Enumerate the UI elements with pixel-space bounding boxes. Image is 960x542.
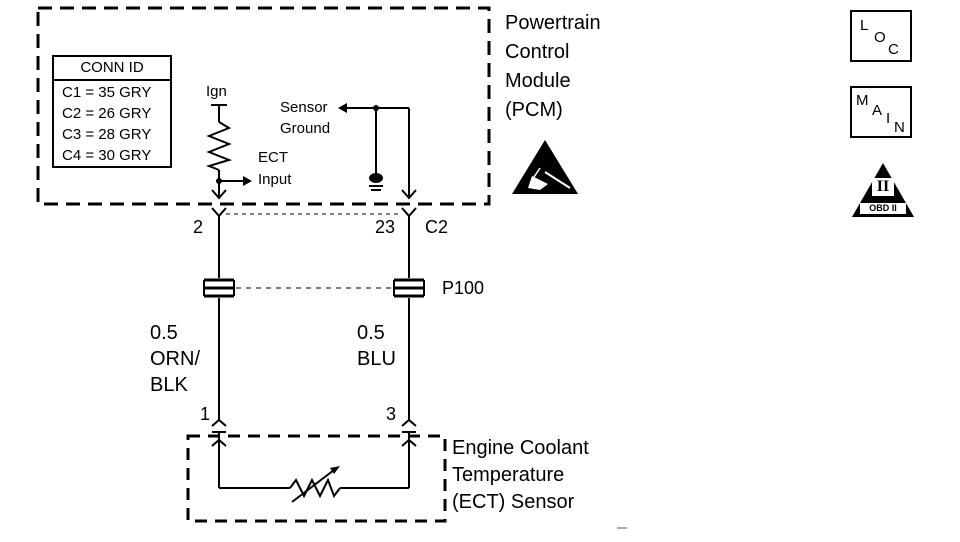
wire-right-color: BLU: [357, 348, 396, 370]
connector-c2-pin-23: [401, 189, 417, 200]
wire-left-label: 0.5 ORN/ BLK: [150, 320, 200, 398]
main-icon-m: M: [856, 92, 869, 109]
main-icon[interactable]: M A I N: [850, 86, 912, 138]
obd-ii-icon: [852, 163, 914, 217]
pullup-resistor: [205, 121, 233, 171]
pcm-title-line: Control: [505, 41, 570, 63]
loc-icon-c: C: [888, 41, 899, 58]
pcm-title-line: (PCM): [505, 99, 563, 121]
conn-id-table: CONN ID C1 = 35 GRY C2 = 26 GRY C3 = 28 …: [52, 55, 172, 168]
loc-icon[interactable]: L O C: [850, 10, 912, 62]
pcm-title-line: Powertrain: [505, 12, 601, 34]
splice-p100-label: P100: [442, 278, 485, 298]
loc-icon-o: O: [874, 29, 886, 46]
sensor-ground-label-1: Sensor: [280, 99, 328, 116]
ect-input-label-1: ECT: [258, 149, 288, 166]
wire-left-color-1: ORN/: [150, 348, 200, 370]
main-icon-i: I: [886, 110, 891, 127]
ign-label: Ign: [206, 83, 227, 100]
ect-title-line: Temperature: [452, 464, 565, 486]
conn-id-header: CONN ID: [54, 57, 170, 81]
pin-23-label: 23: [375, 217, 396, 237]
ect-sensor-title: Engine Coolant Temperature (ECT) Sensor: [452, 435, 589, 516]
pin-1-label: 1: [200, 404, 211, 424]
wire-right-label: 0.5 BLU: [357, 320, 396, 372]
splice-p100-left: [203, 278, 235, 298]
splice-p100-right: [393, 278, 425, 298]
ect-boundary: [186, 434, 447, 523]
esd-warning-icon: [512, 140, 578, 194]
main-icon-n: N: [894, 119, 905, 136]
wire-left-color-2: BLK: [150, 374, 188, 396]
loc-icon-l: L: [860, 17, 869, 34]
ground-symbol: [369, 173, 383, 183]
conn-id-row: C2 = 26 GRY: [62, 105, 152, 122]
connector-c2-pin-2: [211, 189, 227, 200]
ect-title-line: (ECT) Sensor: [452, 491, 575, 513]
conn-id-row: C4 = 30 GRY: [62, 147, 152, 164]
pcm-title-line: Module: [505, 70, 571, 92]
conn-id-row: C3 = 28 GRY: [62, 126, 152, 143]
wire-right-size: 0.5: [357, 322, 385, 344]
pin-3-label: 3: [386, 404, 397, 424]
pcm-title: Powertrain Control Module (PCM): [505, 9, 601, 125]
ect-title-line: Engine Coolant: [452, 437, 589, 459]
pcm-boundary: [36, 6, 491, 206]
sensor-ground-label-2: Ground: [280, 120, 331, 137]
pin-2-label: 2: [193, 217, 204, 237]
obd-ii-numeral: II: [876, 178, 890, 195]
ect-input-label-2: Input: [258, 171, 292, 188]
wire-left-size: 0.5: [150, 322, 178, 344]
connector-c2-label: C2: [425, 217, 449, 237]
obd-ii-text: OBD II: [869, 203, 897, 213]
conn-id-row: C1 = 35 GRY: [62, 84, 152, 101]
main-icon-a: A: [872, 102, 883, 119]
thermistor: [289, 477, 341, 499]
sensor-ground-arrow: [338, 103, 347, 113]
